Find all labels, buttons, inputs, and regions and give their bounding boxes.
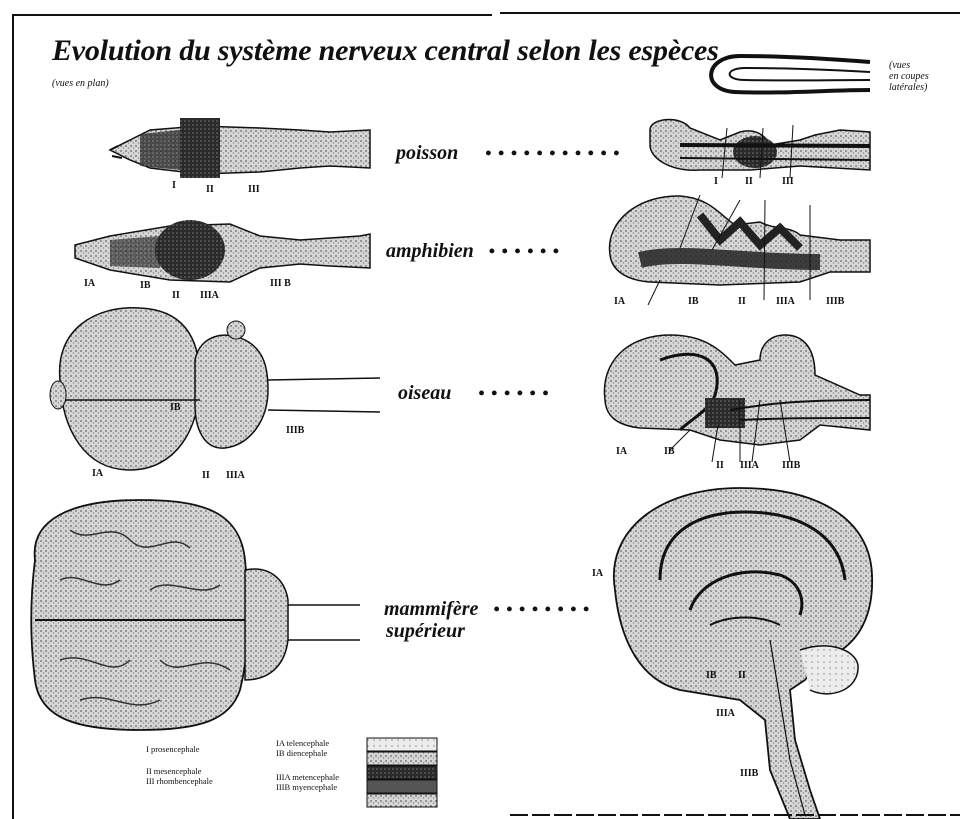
label: III B — [270, 278, 291, 289]
leader-dots: • • • • • • — [489, 241, 560, 261]
label: II — [172, 290, 180, 301]
amphibian-brain-top-view — [75, 220, 370, 282]
label: III — [248, 184, 260, 195]
label: IA — [614, 296, 625, 307]
label: II — [738, 670, 746, 681]
label: III — [782, 176, 794, 187]
species-mammifere-line2: supérieur — [386, 620, 465, 643]
leader-dots: • • • • • • — [478, 383, 549, 403]
label: IIIB — [286, 425, 304, 436]
label: II — [202, 470, 210, 481]
label: IIIA — [776, 296, 795, 307]
label: IIIA — [740, 460, 759, 471]
label: IIIB — [782, 460, 800, 471]
mammal-brain-top-view — [31, 500, 360, 730]
label: IB — [706, 670, 717, 681]
fish-brain-side-view — [650, 120, 870, 178]
label: IIIA — [716, 708, 735, 719]
legend-col2: IA telencephale IB diencephale IIIA mete… — [276, 738, 339, 792]
legend-swatches — [367, 738, 437, 807]
label: II — [745, 176, 753, 187]
legend-col1: I prosencephale II mesencephale III rhom… — [146, 744, 213, 786]
fish-brain-top-view — [110, 118, 370, 178]
bird-brain-top-view — [50, 308, 380, 470]
label: IA — [84, 278, 95, 289]
label: IB — [688, 296, 699, 307]
label: I — [172, 180, 176, 191]
species-poisson: poisson • • • • • • • • • • • — [396, 142, 621, 165]
bird-brain-side-view — [604, 335, 870, 462]
label: IIIA — [226, 470, 245, 481]
label: IB — [664, 446, 675, 457]
label: IB — [170, 402, 181, 413]
neural-tube-outline — [711, 56, 870, 93]
label: IB — [140, 280, 151, 291]
label: I — [714, 176, 718, 187]
leader-dots: • • • • • • • • — [493, 599, 590, 619]
amphibian-brain-side-view — [610, 195, 870, 305]
label: IIIB — [826, 296, 844, 307]
label: II — [716, 460, 724, 471]
label: IA — [592, 568, 603, 579]
label: II — [738, 296, 746, 307]
species-mammifere: mammifère • • • • • • • • — [384, 598, 590, 621]
label: IA — [616, 446, 627, 457]
label: II — [206, 184, 214, 195]
label: IA — [92, 468, 103, 479]
label: IIIB — [740, 768, 758, 779]
label: IIIA — [200, 290, 219, 301]
leader-dots: • • • • • • • • • • • — [485, 143, 620, 163]
species-oiseau: oiseau • • • • • • — [398, 382, 550, 405]
species-amphibien: amphibien • • • • • • — [386, 240, 560, 263]
